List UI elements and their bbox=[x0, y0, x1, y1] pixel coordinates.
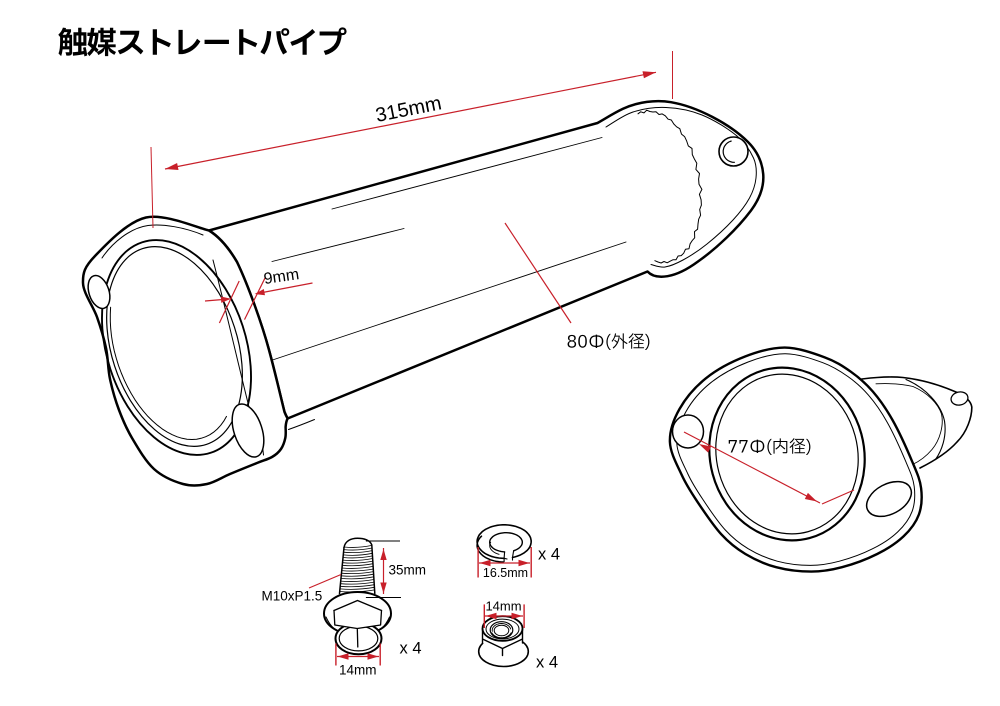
svg-text:35mm: 35mm bbox=[389, 563, 427, 578]
svg-text:M10xP1.5: M10xP1.5 bbox=[262, 589, 323, 604]
svg-text:16.5mm: 16.5mm bbox=[483, 566, 528, 580]
svg-text:9mm: 9mm bbox=[263, 266, 301, 288]
svg-text:x 4: x 4 bbox=[400, 640, 422, 658]
svg-text:x 4: x 4 bbox=[536, 654, 558, 672]
svg-text:14mm: 14mm bbox=[339, 663, 377, 678]
svg-text:14mm: 14mm bbox=[485, 599, 521, 614]
svg-text:x 4: x 4 bbox=[538, 546, 560, 564]
svg-text:315mm: 315mm bbox=[374, 92, 444, 127]
